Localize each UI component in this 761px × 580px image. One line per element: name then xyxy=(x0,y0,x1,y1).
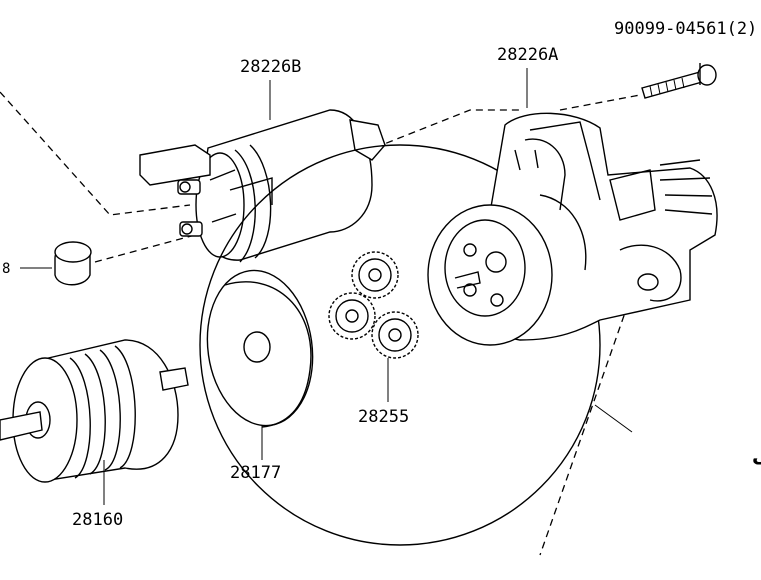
bolt-part xyxy=(641,63,717,99)
bolt-callout: 90099-04561(2) xyxy=(614,19,757,39)
gears-callout: 28255 xyxy=(358,407,409,427)
solenoid-part xyxy=(139,109,386,263)
plate-callout: 28177 xyxy=(230,463,281,483)
gearbox-starter-caption: استارت گیربکسی xyxy=(752,443,761,467)
housing-callout: 28226A xyxy=(497,45,558,65)
boot-part xyxy=(54,241,92,286)
gearbox-highlight-circle xyxy=(199,144,601,546)
solenoid-callout: 28226B xyxy=(240,57,301,77)
boot-callout: 8 xyxy=(2,261,10,277)
leader-lines xyxy=(20,68,633,505)
plate-part xyxy=(206,269,314,428)
armature-part xyxy=(0,339,189,483)
housing-part xyxy=(427,112,718,346)
armature-callout: 28160 xyxy=(72,510,123,530)
planetary-gears-part xyxy=(328,251,419,359)
